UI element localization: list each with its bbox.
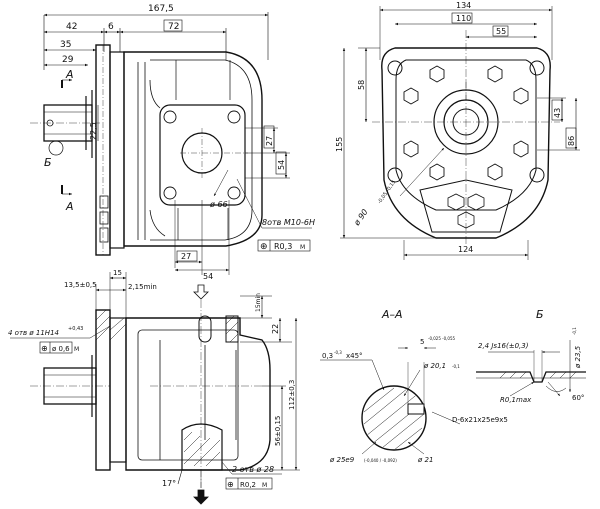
dim-54-bottom: 54 (203, 272, 213, 281)
dim-dia-23-5: ø 23,5 (574, 345, 582, 369)
dim-dia-20-1: ø 20,1 (423, 362, 446, 370)
position-icon: ⊕ (41, 344, 48, 353)
dim-42: 42 (66, 22, 77, 32)
key-width-tol: -0,025 -0,055 (428, 336, 456, 341)
dim-134: 134 (456, 1, 471, 10)
dim-15: 15 (113, 269, 122, 277)
m-modifier-icon: M (300, 244, 305, 251)
detail-b-labels: Б 2,4 Js16(±0,3) ø 23,5 -0,1 R0,1max 60° (478, 308, 584, 404)
m-modifier-icon: M (74, 346, 79, 353)
dim-56: 56±0,15 (274, 416, 282, 446)
position-symbol: ⊕ (260, 242, 268, 252)
dim-dia-25: ø 25e9 (329, 456, 355, 464)
chamfer-tol: -0,3 (334, 350, 342, 355)
section-letter-a-bottom: A (65, 200, 74, 213)
dim-43: 43 (553, 108, 562, 118)
end-view (340, 6, 580, 260)
dim-17-deg: 17° (162, 479, 176, 488)
section-aa (320, 347, 461, 455)
section-letter-a-top: A (65, 68, 74, 81)
dim-15min: 15min (255, 293, 262, 312)
angle-60: 60° (572, 394, 584, 402)
hole-note: 4 отв ø 11H14 (8, 329, 59, 337)
end-view-labels: 134 110 55 58 155 43 86 124 ø 90 -0,05 -… (335, 1, 577, 254)
dim-112: 112±0,3 (288, 380, 296, 410)
detail-b-title: Б (536, 308, 544, 321)
dim-dia-90: ø 90 (352, 208, 370, 228)
dim-58: 58 (357, 80, 366, 90)
position-tol: R0,3 (274, 242, 292, 251)
side-view (10, 272, 300, 505)
front-view-labels: 167,5 42 6 72 35 29 A A Б 22,5 27 54 ø 6… (44, 4, 315, 281)
dim-dia-23-5-tol: -0,1 (572, 327, 577, 335)
front-view (30, 12, 312, 275)
section-aa-labels: А–А 0,3 -0,3 x45° 5 -0,025 -0,055 ø 20,1… (322, 308, 508, 464)
dim-27-bottom: 27 (181, 252, 191, 261)
dim-22: 22 (271, 324, 280, 334)
dim-86: 86 (567, 136, 576, 146)
dim-dia-25-tol: (-0,040 / -0,092) (364, 458, 397, 463)
dim-6: 6 (108, 22, 114, 32)
dim-dia-21: ø 21 (417, 456, 433, 464)
chamfer-value: 0,3 (322, 352, 333, 360)
spline-note: D-6x21x25e9x5 (452, 416, 508, 424)
section-aa-title: А–А (381, 308, 403, 321)
dim-110: 110 (456, 14, 471, 23)
dim-124: 124 (458, 245, 473, 254)
radius-note: R0,1max (500, 396, 532, 404)
hole-tol: +0,43 (68, 326, 83, 332)
dim-dia-20-1-tol: -0,1 (452, 364, 460, 369)
dim-dia-66: ø 66 (209, 200, 228, 209)
groove-width: 2,4 Js16(±0,3) (478, 342, 529, 350)
m-modifier-icon: M (262, 482, 267, 489)
dim-35: 35 (60, 40, 71, 50)
dim-29: 29 (62, 55, 74, 65)
chamfer-angle: x45° (346, 352, 363, 360)
pos-0-6: ø 0,6 (52, 345, 70, 353)
side-view-labels: 13,5±0,5 15 2,15min 15min 22 112±0,3 56±… (8, 269, 296, 489)
position-icon: ⊕ (227, 480, 234, 489)
dim-55: 55 (496, 27, 506, 36)
detail-b (476, 340, 586, 397)
dim-72: 72 (168, 22, 179, 32)
dim-dia-28: 2 отв ø 28 (232, 465, 274, 474)
dim-155: 155 (335, 137, 344, 152)
dim-54-right: 54 (277, 160, 286, 170)
pos-0-2: R0,2 (240, 481, 256, 489)
dim-2-15min: 2,15min (128, 283, 157, 291)
thread-note: 8отв M10-6H (262, 218, 315, 227)
dim-27-right: 27 (265, 136, 274, 146)
key-width: 5 (420, 338, 424, 346)
view-letter-b: Б (44, 156, 52, 169)
dim-22-5: 22,5 (89, 122, 98, 140)
dim-13-5: 13,5±0,5 (64, 281, 97, 289)
dim-dia-90-tol: -0,05 -0,15 (377, 179, 398, 205)
dim-overall-length: 167,5 (148, 4, 174, 14)
